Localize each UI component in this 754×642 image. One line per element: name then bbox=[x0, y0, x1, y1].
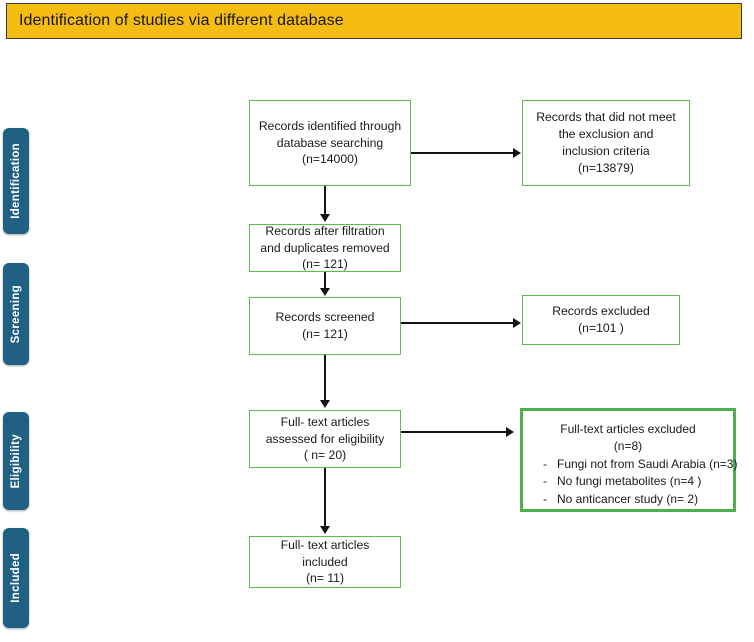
flow-box-fulltext-assessed-for-eligibility: Full- text articles assessed for eligibi… bbox=[249, 410, 401, 468]
flow-box-records-after-filtration: Records after filtration and duplicates … bbox=[249, 224, 401, 272]
box-text-line: assessed for eligibility bbox=[265, 431, 385, 446]
flow-box-records-identified: Records identified through database sear… bbox=[249, 100, 411, 186]
list-item-label: Fungi not from Saudi Arabia (n=3) bbox=[557, 457, 738, 472]
arrowhead-right-icon bbox=[506, 427, 514, 437]
box-text-line: inclusion criteria bbox=[562, 144, 650, 158]
connector-assessed-to-fulltext-excluded bbox=[401, 431, 507, 433]
box-text-line: Records identified through bbox=[258, 118, 402, 133]
arrowhead-right-icon bbox=[513, 318, 521, 328]
box-count: (n= 121) bbox=[302, 327, 348, 341]
connector-screened-to-assessed bbox=[324, 355, 326, 402]
flow-box-fulltext-articles-excluded: Full-text articles excluded (n=8) - Fung… bbox=[520, 408, 737, 512]
list-item: - Fungi not from Saudi Arabia (n=3) bbox=[531, 456, 737, 473]
box-count: ( n= 20) bbox=[303, 448, 347, 463]
list-item: - No fungi metabolites (n=4 ) bbox=[531, 473, 725, 490]
box-text-line: included bbox=[302, 554, 348, 569]
stage-tab-included[interactable]: Included bbox=[3, 528, 29, 628]
flow-box-records-screened: Records screened (n= 121) bbox=[249, 297, 401, 355]
box-text-line: database searching bbox=[276, 135, 384, 150]
box-text-line: Full-text articles excluded bbox=[560, 422, 696, 436]
connector-assessed-to-included bbox=[324, 468, 326, 528]
stage-tab-label: Eligibility bbox=[10, 433, 22, 489]
list-item-label: No fungi metabolites (n=4 ) bbox=[557, 474, 702, 489]
bullet-marker: - bbox=[543, 474, 547, 489]
bullet-marker: - bbox=[543, 457, 547, 472]
stage-tab-screening[interactable]: Screening bbox=[3, 263, 29, 365]
box-count: (n=14000) bbox=[302, 152, 358, 167]
flow-box-records-not-meeting-criteria: Records that did not meet the exclusion … bbox=[522, 100, 690, 186]
box-text-line: Full- text articles bbox=[280, 537, 370, 552]
arrowhead-down-icon bbox=[320, 526, 330, 534]
box-text-line: Records that did not meet bbox=[536, 110, 676, 125]
header-banner: Identification of studies via different … bbox=[6, 3, 742, 39]
stage-tab-eligibility[interactable]: Eligibility bbox=[3, 412, 29, 510]
box-text-line: and duplicates removed bbox=[260, 240, 390, 255]
stage-tab-label: Included bbox=[10, 553, 22, 603]
exclusion-reason-list: - Fungi not from Saudi Arabia (n=3) - No… bbox=[531, 456, 737, 508]
connector-screened-to-excluded bbox=[401, 322, 514, 324]
box-count: (n= 11) bbox=[305, 571, 345, 586]
box-text-line: Full- text articles bbox=[280, 414, 370, 429]
box-text-line: the exclusion and bbox=[558, 127, 654, 142]
connector-identified-to-not-meet bbox=[411, 152, 514, 154]
list-item: - No anticancer study (n= 2) bbox=[531, 491, 725, 508]
stage-tab-label: Identification bbox=[10, 143, 22, 219]
box-text-line: Records after filtration bbox=[265, 223, 385, 238]
box-count: (n=13879) bbox=[578, 160, 634, 175]
box-text-line: Records excluded bbox=[552, 304, 650, 319]
box-count: (n=8) bbox=[613, 438, 643, 453]
box-count: (n= 121) bbox=[302, 257, 348, 272]
box-count: (n=101 ) bbox=[578, 321, 624, 335]
list-item-label: No anticancer study (n= 2) bbox=[557, 491, 699, 506]
stage-tab-identification[interactable]: Identification bbox=[3, 128, 29, 234]
arrowhead-down-icon bbox=[320, 214, 330, 222]
connector-filtration-to-screened bbox=[324, 272, 326, 290]
page-title: Identification of studies via different … bbox=[19, 12, 344, 29]
flow-box-fulltext-articles-included: Full- text articles included (n= 11) bbox=[249, 536, 401, 588]
arrowhead-down-icon bbox=[320, 288, 330, 296]
box-text-line: Records screened bbox=[275, 310, 375, 325]
stage-tab-label: Screening bbox=[10, 284, 22, 344]
bullet-marker: - bbox=[543, 491, 547, 506]
connector-identified-to-filtration bbox=[324, 186, 326, 216]
arrowhead-down-icon bbox=[320, 400, 330, 408]
arrowhead-right-icon bbox=[513, 148, 521, 158]
flow-box-records-excluded: Records excluded (n=101 ) bbox=[522, 295, 680, 345]
